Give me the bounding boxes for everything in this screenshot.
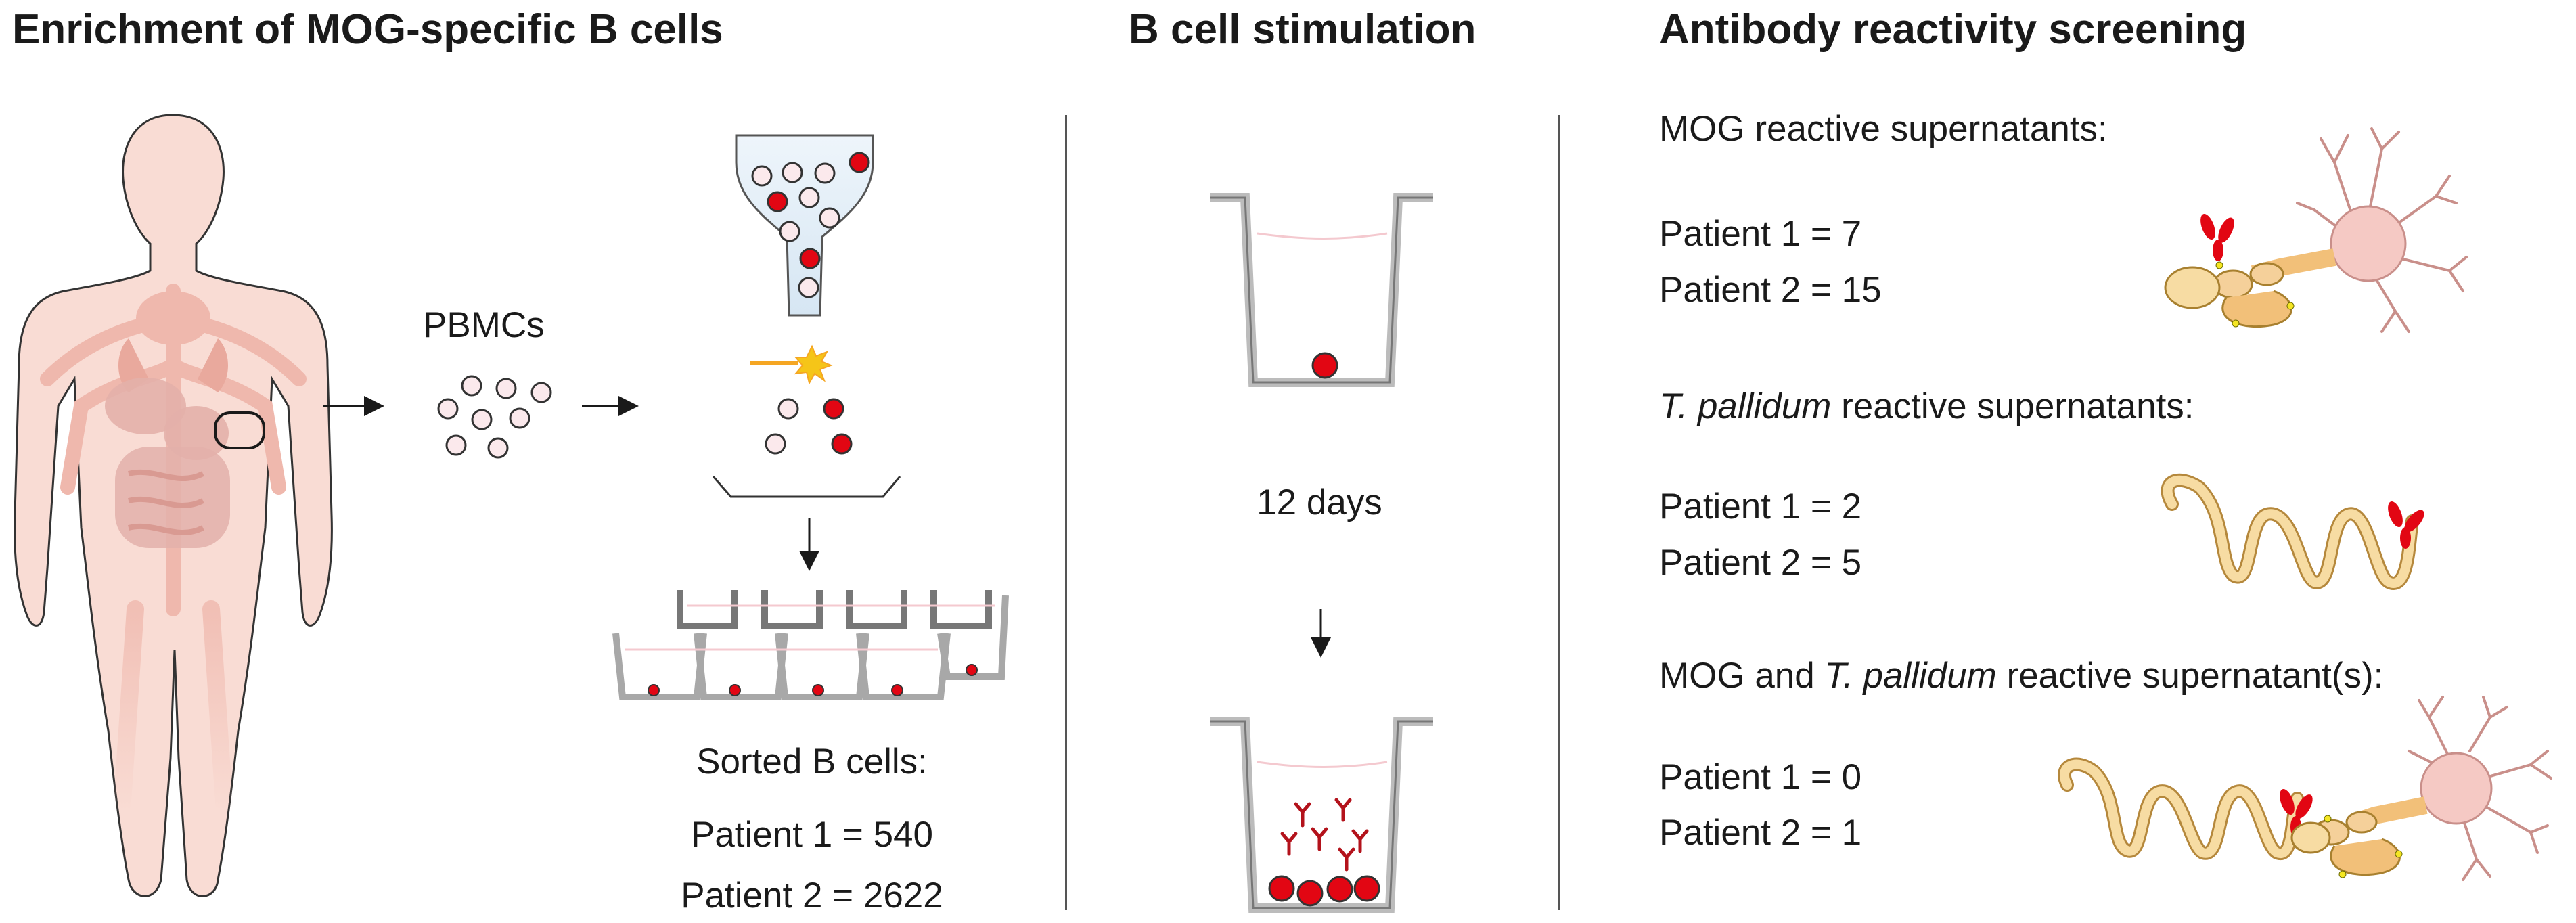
laser-icon [750,344,833,385]
dual-count-patient-2: Patient 2 = 1 [1659,813,1862,853]
sorted-b-cells-label: Sorted B cells: [696,742,928,782]
deflected-cells [765,398,853,455]
dual-count-patient-1: Patient 1 = 0 [1659,757,1862,797]
tpallidum-reactive-heading: T. pallidum reactive supernatants: [1659,386,2194,426]
neuron-icon [2164,127,2468,333]
tpallidum-count-patient-2: Patient 2 = 5 [1659,543,1862,583]
pbmc-cell-cluster [437,375,552,459]
blood-sample-circle-icon [214,411,265,449]
spirochete-icon [2058,757,2304,860]
divider-right [1558,115,1560,910]
mog-count-patient-2: Patient 2 = 15 [1659,270,1882,310]
sorted-count-patient-1: Patient 1 = 540 [690,815,934,855]
enrichment-title: Enrichment of MOG-specific B cells [12,6,723,53]
mog-count-patient-1: Patient 1 = 7 [1659,214,1862,254]
pbmc-label: PBMCs [423,305,545,345]
culture-well-icon [1210,193,1433,387]
spirochete-icon [2161,473,2419,590]
antibody-icon [2200,213,2234,261]
neuron-icon [2290,696,2552,881]
mog-reactive-heading: MOG reactive supernatants: [1659,109,2108,149]
dual-reactive-heading: MOG and T. pallidum reactive supernatant… [1659,656,2384,696]
antibody-icon [1280,798,1369,872]
stimulated-well [1210,717,1433,913]
collection-tray-icon [712,476,901,498]
flow-cytometer-nozzle-icon [735,134,874,317]
stimulation-title: B cell stimulation [1129,6,1476,53]
divider-left [1065,115,1067,910]
sorted-count-patient-2: Patient 2 = 2622 [681,876,943,916]
screening-title: Antibody reactivity screening [1659,6,2247,53]
human-body-icon [14,114,333,897]
culture-duration-label: 12 days [1257,482,1382,522]
tpallidum-count-patient-1: Patient 1 = 2 [1659,487,1862,526]
sorted-well-plate [612,590,1009,700]
antibody-icon [2388,501,2424,549]
